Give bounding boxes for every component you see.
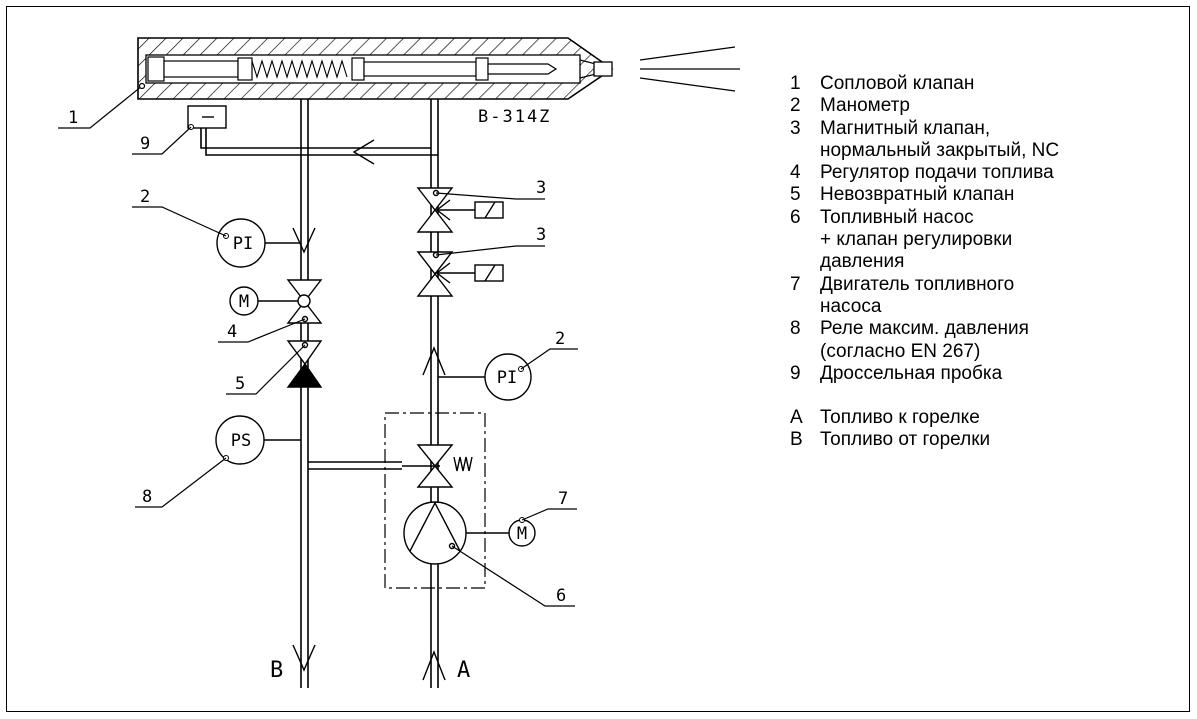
fuel-regulator — [258, 279, 323, 324]
motor-m-regulator: M — [229, 286, 259, 316]
callout-5: 5 — [235, 374, 245, 394]
motor-symbol: M — [239, 292, 249, 312]
callout-leaders — [58, 82, 578, 607]
legend-item-cont: давления — [820, 251, 905, 273]
solenoid-valve-upper — [416, 187, 504, 233]
legend-item-cont: (согласно EN 267) — [820, 340, 981, 362]
pi-label-right: PI — [497, 368, 517, 388]
line-a-label: A — [457, 658, 470, 683]
pump-motor: M — [508, 517, 536, 547]
solenoid-valve-lower — [416, 251, 504, 297]
callout-6: 6 — [556, 586, 566, 606]
pump-unit-box — [384, 412, 486, 589]
callout-3-lower: 3 — [536, 225, 546, 245]
callout-1: 1 — [68, 108, 78, 128]
callout-3-upper: 3 — [536, 178, 546, 198]
spray-lines — [639, 46, 740, 92]
pressure-regulating-valve — [402, 444, 473, 488]
nozzle-valve-body — [137, 37, 614, 100]
callout-7: 7 — [558, 489, 568, 509]
restrictor-plug — [187, 105, 227, 130]
pi-label-left: PI — [233, 234, 253, 254]
line-b-label: B — [270, 658, 283, 683]
fuel-pump — [403, 501, 510, 565]
callout-8: 8 — [142, 487, 152, 507]
ps-label: PS — [231, 431, 251, 451]
pump-motor-symbol: M — [517, 524, 527, 544]
callout-2-right: 2 — [555, 329, 565, 349]
legend-item-cont: + клапан регулировки — [820, 229, 1013, 251]
legend-item-cont: нормальный закрытый, NC — [820, 139, 1060, 161]
model-code: B-314Z — [478, 107, 551, 127]
callout-9: 9 — [140, 134, 150, 154]
flow-arrows — [292, 139, 446, 681]
callout-4: 4 — [227, 322, 237, 342]
max-pressure-switch: PS — [215, 415, 301, 465]
pressure-gauge-left: PI — [216, 218, 301, 268]
callout-numbers: 1 2 2 3 3 4 5 6 7 8 9 — [68, 108, 568, 606]
legend-item-cont: насоса — [820, 295, 882, 317]
callout-2-left: 2 — [140, 187, 150, 207]
diagram-frame — [6, 6, 1190, 712]
check-valve — [286, 340, 323, 388]
pressure-gauge-right: PI — [438, 353, 532, 401]
